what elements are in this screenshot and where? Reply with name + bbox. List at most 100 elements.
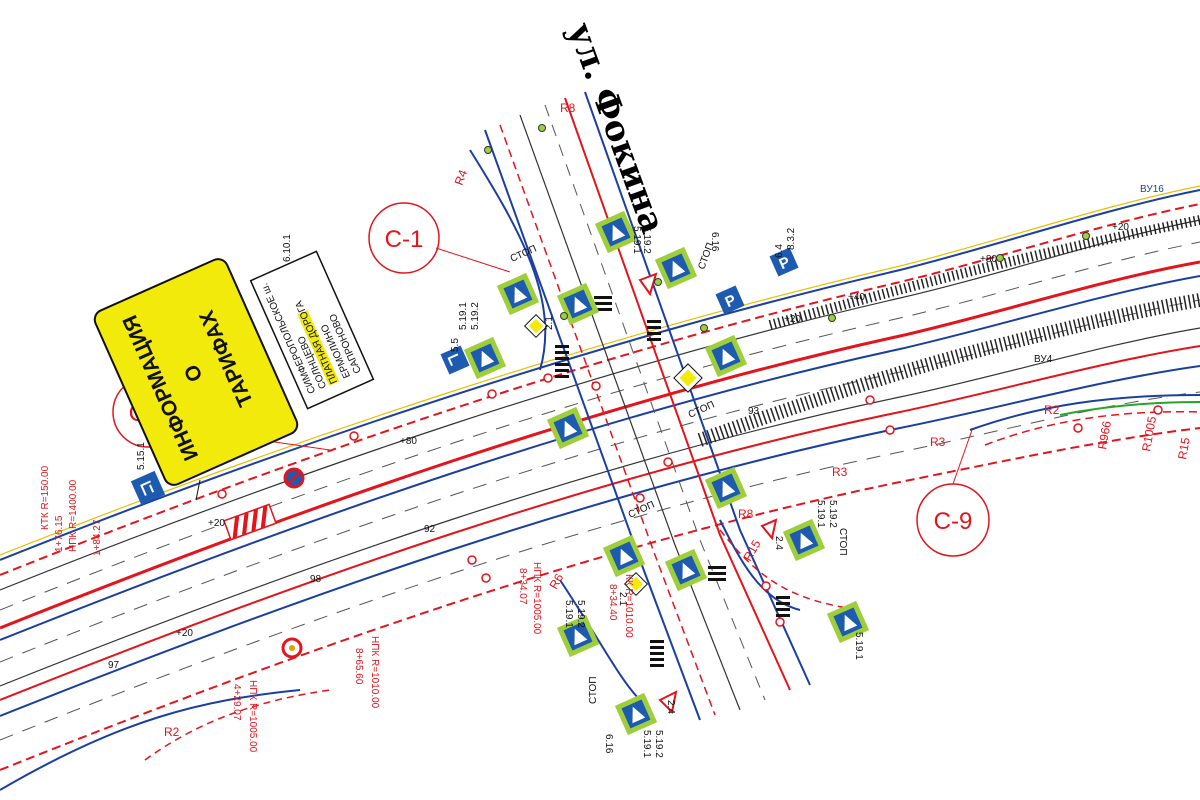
ped-sign [556,614,600,658]
main-road-sign [673,363,703,393]
chainage-40-a: +40 [848,292,865,303]
radius-r15-right: R15 [1175,436,1193,460]
highway-red-bottom [0,427,1200,771]
highway-edge-low [0,365,1200,717]
parking-sign-2: P [715,285,745,315]
hatched-band [697,215,1200,447]
markers [217,373,1163,627]
ped-sign [664,548,708,592]
ped-sign [614,692,658,736]
code-55: 5.5 [450,338,461,352]
chainage-20-b: +20 [1112,222,1129,233]
code-832: 8.3.2 [786,227,797,250]
radius-r8-top: R8 [560,101,576,115]
code-21-b: 2.1 [617,592,628,606]
ped-sign [782,518,826,562]
lane-sign-5-15-1 [130,470,166,506]
lane-sign-5-5 [440,345,470,375]
ktk-label: КТК R=150.00 [40,465,51,530]
code-5192-c: 5.19.2 [827,500,838,528]
vu16-label: ВУ16 [1140,184,1164,195]
code-5151: 5.15.1 [136,442,147,470]
code-5192-a: 5.19.2 [641,226,652,254]
yield-sign [658,690,678,715]
main-road-sign [623,571,649,597]
highway-red-top [0,203,1200,576]
radius-r2-b: R2 [164,725,180,739]
speed-sign [281,637,303,659]
stop-label-6: СТОП [588,676,599,704]
ped-sign [602,534,646,578]
radius-r3-b: R3 [832,465,848,479]
chainage-80-a: +80 [400,436,417,447]
highway-lane-c [0,391,1200,741]
radius-r4: R4 [452,168,471,188]
npk-1: НПК R=1400.00 [68,479,79,552]
code-5192-d: 5.19.2 [575,600,586,628]
ramp-red-right [984,411,1200,446]
code-24-a: 2.4 [665,700,676,714]
highway-red-low [0,345,1200,701]
station-2: 1+84.27 [92,519,103,556]
station-4: 8+34.40 [607,584,618,621]
ped-sign [826,600,870,644]
code-5192-f: 5.19.2 [653,730,664,758]
radius-r6: R6 [546,571,566,592]
npk-3: НПК R=1010.00 [369,636,380,709]
code-5191-b: 5.19.1 [458,302,469,330]
barrier-hatch [223,503,277,541]
radius-r3-a: R3 [930,435,946,449]
ped-signs [463,210,870,736]
code-5191-a: 5.19.1 [631,226,642,254]
chainage-labels: +20 +80 +40 +80 +20 +20 +20 92 93 97 98 [108,222,1129,671]
highway-edge-mid [0,275,1200,641]
ped-sign [496,272,540,316]
kk-label: КК R=1010.00 [623,574,634,638]
code-21-a: 2.1 [544,316,555,330]
ped-sign [463,336,507,380]
ped-sign [546,406,590,450]
npk-4: НПК R=1005.00 [247,680,258,753]
callout-c9-label: С-9 [934,508,973,535]
chainage-98: 98 [310,574,322,585]
chainage-20-a: +20 [208,518,225,529]
crosswalks [555,296,790,667]
no-entry-sign [283,467,305,489]
highway-edge-top [0,189,1200,561]
ped-sign [594,210,638,254]
chainage-93: 93 [748,406,760,417]
code-5191-d: 5.19.1 [563,600,574,628]
ped-sign [654,246,698,290]
callout-c9: С-9 [916,429,990,557]
vu-labels: ВУ16 ВУ4 [1034,184,1164,365]
radius-r8-mid: R8 [738,507,754,521]
radius-r1005: R1005 [1139,415,1159,453]
green-line [1059,401,1200,416]
highway-lines [0,185,1200,771]
callout-c1: С-1 [368,202,511,274]
stop-label-3: СТОП [837,528,848,556]
station-1: 1+76.15 [54,515,65,552]
station-3: 8+34.07 [517,568,528,605]
code-616-b: 6.16 [603,734,614,754]
highway-line-b [0,327,1200,687]
code-5192-b: 5.19.2 [470,302,481,330]
code-5191-f: 5.19.1 [641,730,652,758]
chainage-20-d: +20 [176,628,193,639]
yield-sign [638,272,658,297]
npk-2: НПК R=1005.00 [531,562,542,635]
green-markers [484,124,1090,332]
chainage-97: 97 [108,660,120,671]
dir-sign-code: 6.10.1 [282,234,293,262]
main-road-sign [523,313,549,339]
radius-r966: R966 [1095,420,1114,451]
highway-lane-b [0,299,1200,663]
code-64: 6.4 [774,244,785,258]
station-6: 4+29.07 [231,684,242,721]
code-5191-c: 5.19.1 [815,500,826,528]
ped-sign [704,466,748,510]
radius-labels: R8 R4 R6 R8 R15 R3 R3 R2 R2 R15 R966 R10… [164,101,1193,739]
vu4-label: ВУ4 [1034,354,1053,365]
code-5191-e: 5.19.1 [853,632,864,660]
